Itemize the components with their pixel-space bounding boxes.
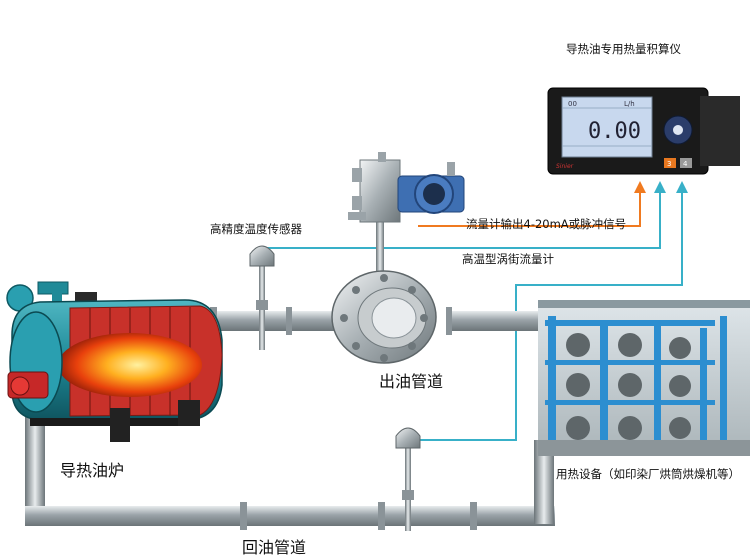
flowmeter-bore <box>371 297 417 339</box>
flowmeter-label: 高温型涡街流量计 <box>462 252 554 266</box>
manifold-valve <box>348 212 366 220</box>
return-pipe-vertical-right <box>534 440 554 524</box>
nav-center-button[interactable] <box>673 125 683 135</box>
vortex-flowmeter <box>331 152 465 364</box>
signal-lines <box>262 181 688 441</box>
heat-equipment <box>538 300 750 456</box>
outlet-pipe-left <box>200 311 335 331</box>
temp-signal-line-upper <box>262 190 661 249</box>
manifold-valve <box>378 152 386 162</box>
flow-signal-arrow <box>634 181 646 193</box>
equipment-ceiling <box>538 300 750 308</box>
screen-unit: L/h <box>624 100 635 108</box>
oil-furnace <box>6 281 223 442</box>
flowmeter-stem <box>376 220 384 282</box>
equipment-label: 用热设备（如印染厂烘筒烘燥机等） <box>556 467 740 481</box>
furnace-flame <box>58 333 202 397</box>
flange-bolts <box>340 274 428 362</box>
furnace-label: 导热油炉 <box>60 461 125 480</box>
flowmeter-manifold <box>359 159 401 223</box>
temp-signal-arrow-lower <box>676 181 688 193</box>
return-pipe <box>25 412 555 530</box>
temp-sensor-return <box>395 427 421 531</box>
function-key-left[interactable] <box>664 158 676 168</box>
brand-logo: Sinier <box>556 163 574 170</box>
function-key-left-label: 3 <box>667 160 671 168</box>
flow-signal-line <box>418 190 641 227</box>
heat-integrator: 00 L/h 0.00 3 4 Sinier <box>547 87 740 175</box>
outlet-pipe <box>200 307 546 335</box>
sensor-probe <box>405 445 411 531</box>
integrator-title: 导热油专用热量积算仪 <box>566 42 681 56</box>
outlet-pipe-label: 出油管道 <box>379 372 444 391</box>
furnace-leg <box>110 408 130 442</box>
temp-sensor-outlet <box>249 245 275 350</box>
manifold-valve <box>352 196 362 210</box>
transmitter-gland <box>447 162 455 176</box>
drying-cylinders <box>566 333 691 440</box>
temp-sensor-label: 高精度温度传感器 <box>210 222 302 236</box>
furnace-leg <box>178 400 200 426</box>
sensor-fitting <box>402 490 414 500</box>
integrator-screen <box>561 96 653 158</box>
screen-reading: 0.00 <box>588 119 641 144</box>
transmitter-window <box>423 183 445 205</box>
return-pipe-label: 回油管道 <box>242 538 307 557</box>
sensor-head <box>395 427 421 449</box>
integrator-side <box>700 96 740 166</box>
sensor-head <box>249 245 275 267</box>
manifold-valve <box>352 168 362 182</box>
return-pipe-vertical-left <box>25 412 45 522</box>
function-key-right[interactable] <box>680 158 692 168</box>
pipe-flange <box>446 307 452 335</box>
pipe-flange <box>240 502 247 530</box>
pipe-flange <box>378 502 385 530</box>
pipe-flange <box>286 307 292 335</box>
flow-signal-label: 流量计输出4-20mA或脉冲信号 <box>466 217 627 231</box>
return-pipe-horizontal <box>25 506 555 526</box>
temp-signal-arrow-upper <box>654 181 666 193</box>
outlet-pipe-right <box>446 311 546 331</box>
burner-fan <box>10 376 30 396</box>
screen-top-left: 00 <box>568 100 577 108</box>
pipe-flange <box>470 502 477 530</box>
function-key-right-label: 4 <box>683 160 688 168</box>
equipment-frame <box>545 316 727 452</box>
temp-signal-line-lower <box>410 190 683 441</box>
sensor-fitting <box>256 300 268 310</box>
equipment-floor <box>538 440 750 456</box>
